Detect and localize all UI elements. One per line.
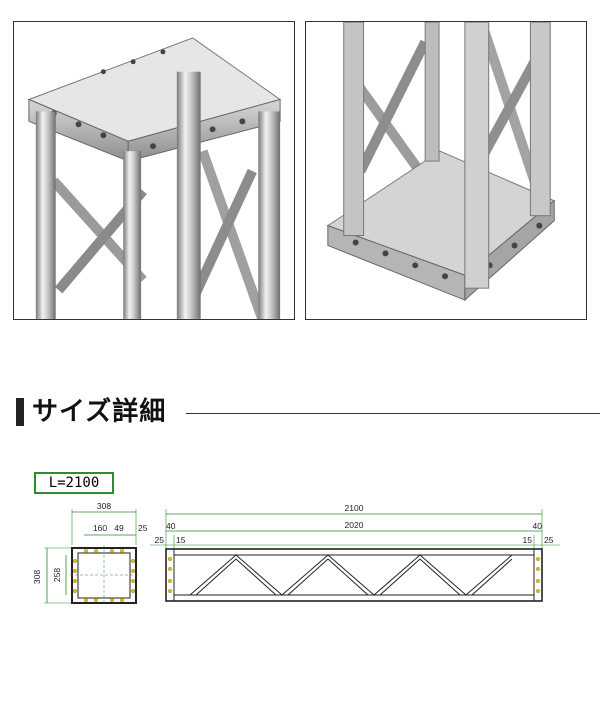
truss-bottom-photo — [305, 21, 587, 320]
header-rule — [186, 413, 600, 414]
dim-offset-a: 49 — [114, 523, 124, 533]
dim-inner-height: 258 — [52, 568, 62, 582]
dim-cross-height: 308 — [32, 570, 42, 584]
section-header: サイズ詳細 — [16, 392, 600, 432]
cross-section-view: 308 160 49 25 308 258 — [32, 501, 148, 605]
header-bar — [16, 398, 24, 426]
section-title: サイズ詳細 — [32, 397, 167, 427]
dim-offset-b: 25 — [138, 523, 148, 533]
dim-edge-right-inner: 15 — [523, 535, 533, 545]
dim-inner-length: 2020 — [345, 520, 364, 530]
dim-end-right: 40 — [533, 521, 543, 531]
dim-edge-left: 25 — [155, 535, 165, 545]
dim-total-length: 2100 — [345, 503, 364, 513]
dim-end-left: 40 — [166, 521, 176, 531]
truss-dimension-drawing: 308 160 49 25 308 258 2100 2020 40 40 — [32, 501, 560, 605]
truss-top-illustration — [27, 37, 282, 319]
dim-cross-width: 308 — [97, 501, 111, 511]
truss-bottom-illustration — [326, 22, 556, 302]
dim-edge-left-inner: 15 — [176, 535, 186, 545]
side-view: 2100 2020 40 40 25 15 15 25 — [150, 503, 560, 602]
dim-edge-right: 25 — [544, 535, 554, 545]
length-label: L=2100 — [34, 472, 114, 494]
dim-inner-width: 160 — [93, 523, 107, 533]
truss-top-photo — [13, 21, 295, 320]
